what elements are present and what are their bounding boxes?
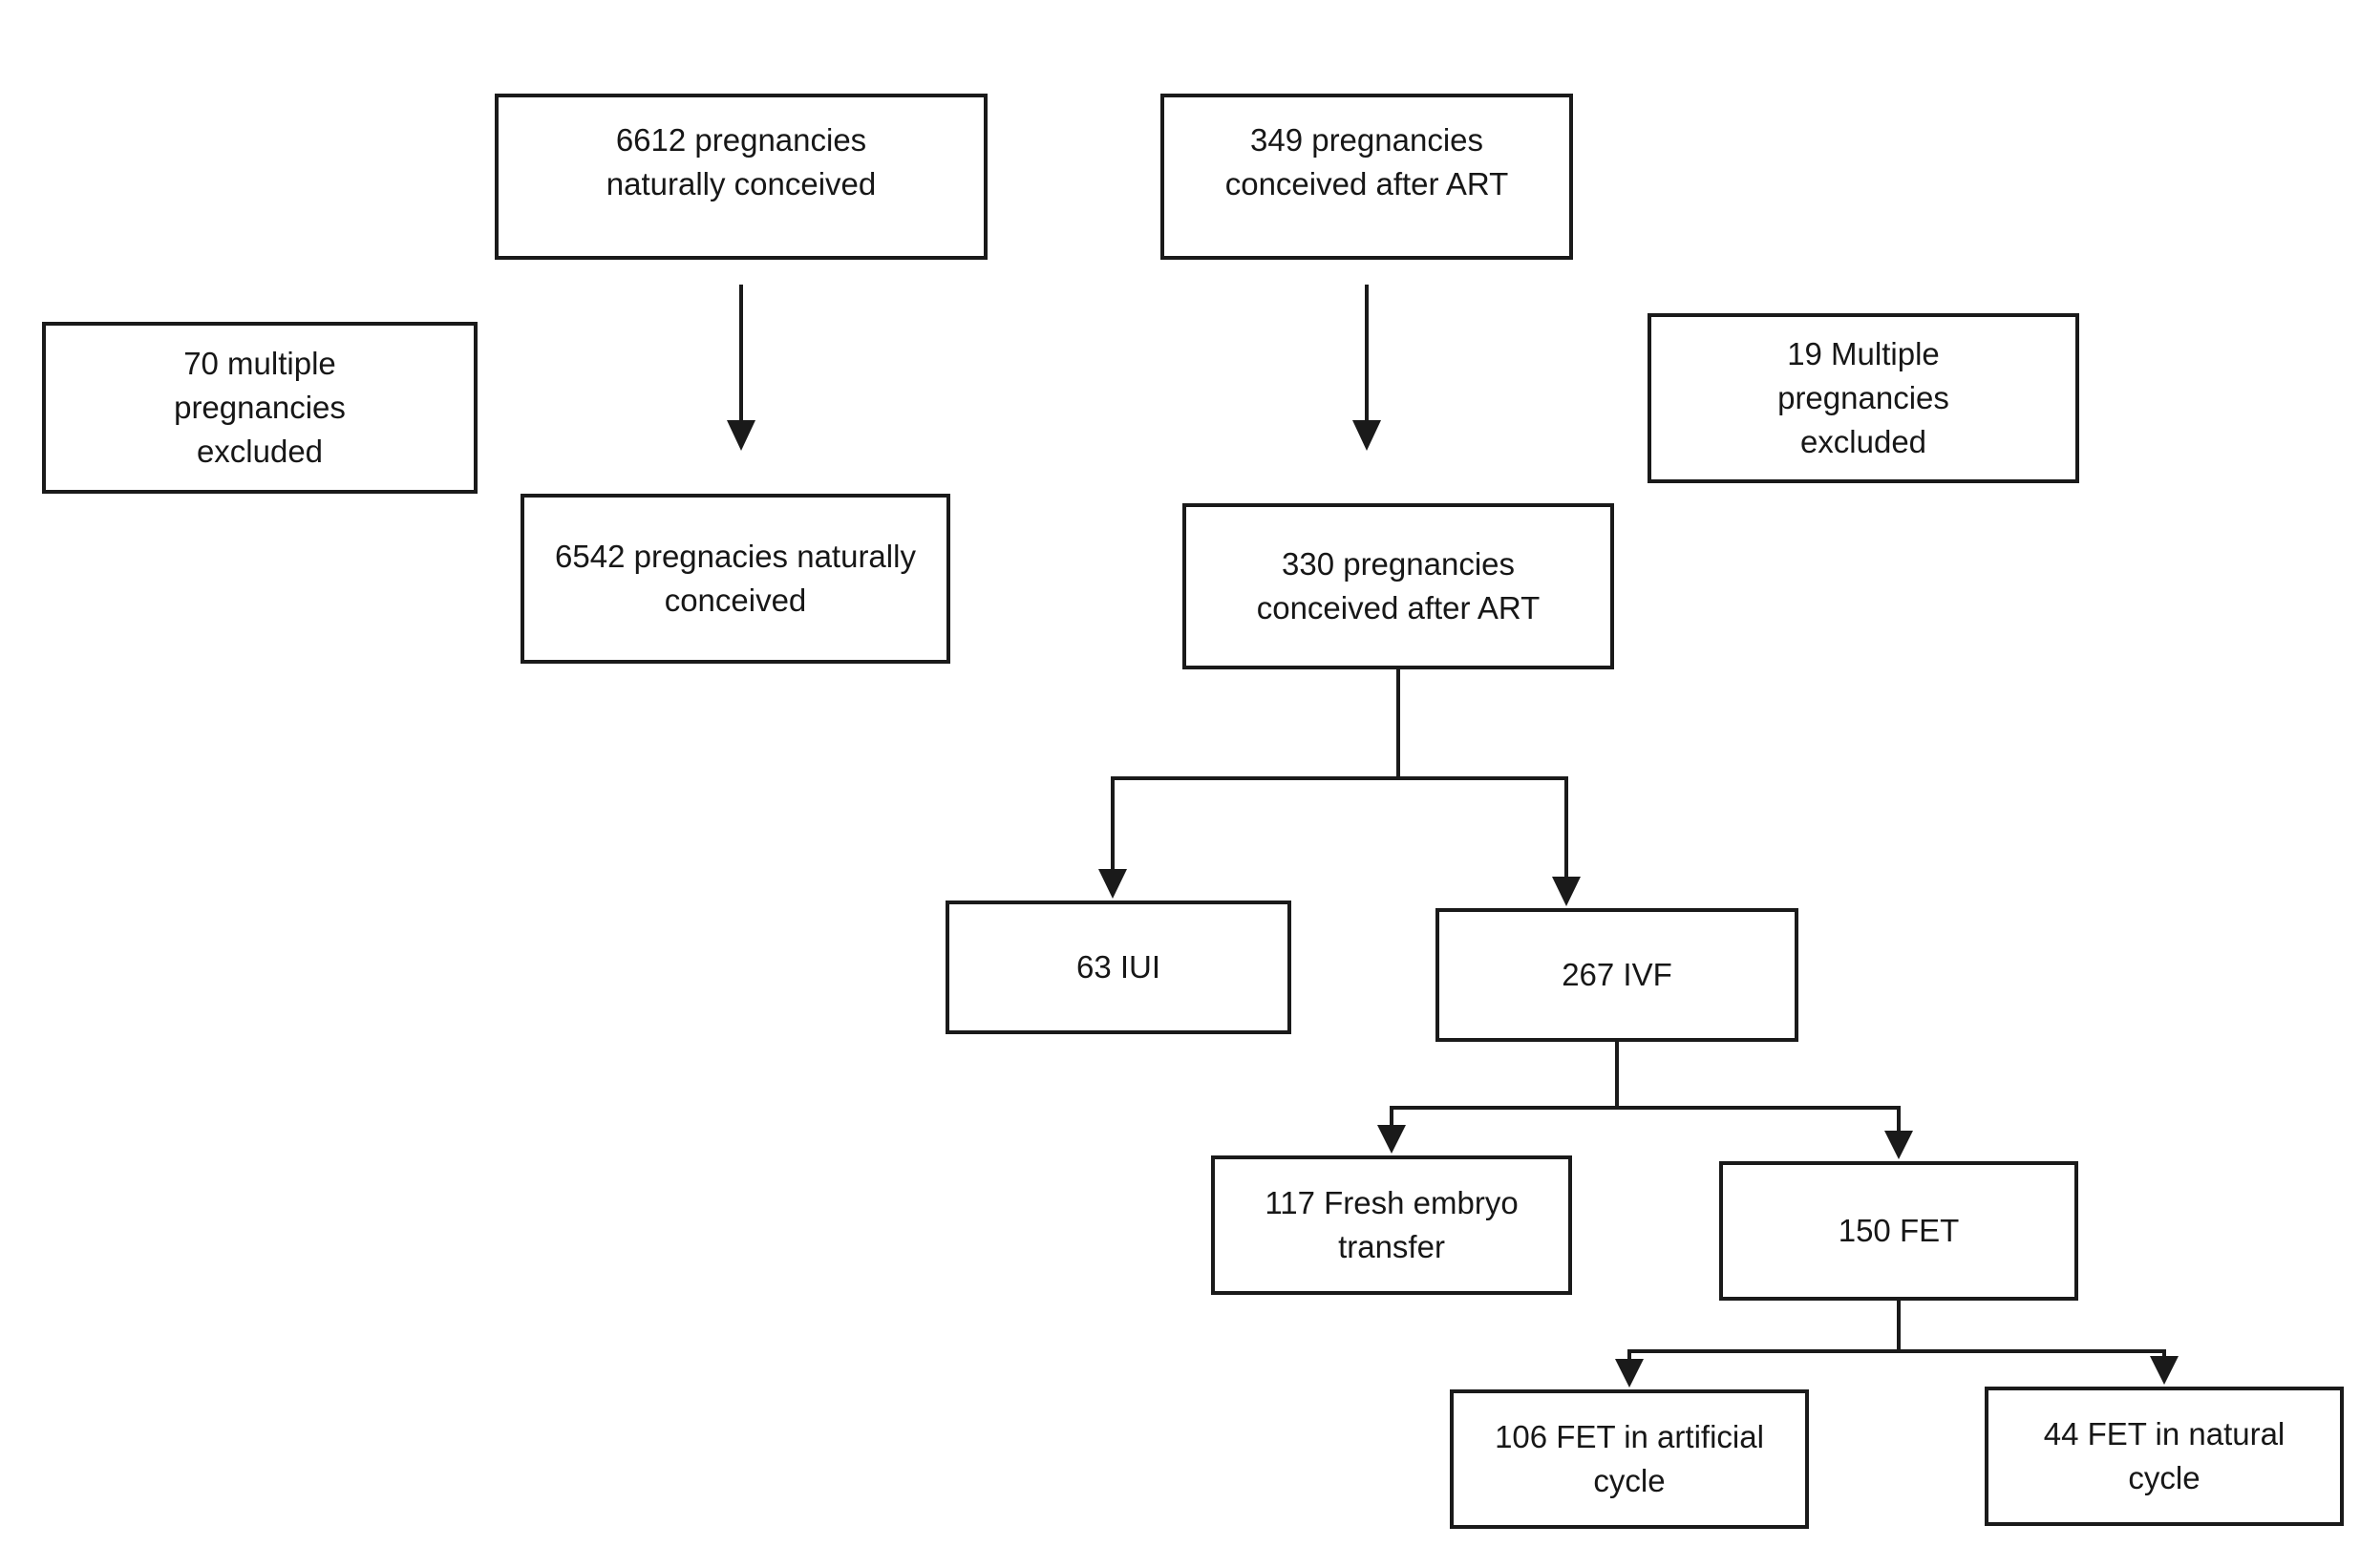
connector-art-initial-to-final	[1352, 285, 1381, 451]
box-label: 6542 pregnacies naturally conceived	[555, 538, 916, 618]
box-label: 330 pregnancies conceived after ART	[1256, 545, 1541, 625]
box-pregnancies-naturally-conceived-final: 6542 pregnacies naturally conceived	[521, 494, 950, 664]
box-fresh-embryo-transfer: 117 Fresh embryo transfer	[1211, 1155, 1572, 1295]
box-multiple-pregnancies-excluded-art: 19 Multiple pregnancies excluded	[1648, 313, 2079, 483]
arrowhead-down-icon	[1615, 1359, 1644, 1388]
connector-natural-initial-to-final	[727, 285, 755, 451]
box-fet: 150 FET	[1719, 1161, 2078, 1301]
box-label: 19 Multiple pregnancies excluded	[1777, 335, 1949, 460]
box-label: 106 FET in artificial cycle	[1495, 1418, 1764, 1498]
box-label: 44 FET in natural cycle	[2043, 1415, 2286, 1495]
connector-fet-to-artificial-natural	[1615, 1299, 2179, 1388]
arrowhead-down-icon	[1377, 1125, 1406, 1154]
box-label: 150 FET	[1838, 1212, 1960, 1248]
box-pregnancies-art-final: 330 pregnancies conceived after ART	[1182, 503, 1614, 669]
arrowhead-down-icon	[1352, 420, 1381, 451]
box-label: 267 IVF	[1562, 956, 1672, 992]
box-label: 6612 pregnancies naturally conceived	[606, 121, 877, 201]
arrowhead-down-icon	[727, 420, 755, 451]
box-fet-artificial-cycle: 106 FET in artificial cycle	[1450, 1389, 1809, 1529]
box-iui: 63 IUI	[946, 901, 1291, 1034]
arrowhead-down-icon	[2150, 1356, 2179, 1385]
box-ivf: 267 IVF	[1435, 908, 1798, 1042]
box-label: 70 multiple pregnancies excluded	[174, 345, 346, 470]
box-label: 63 IUI	[1075, 948, 1161, 985]
box-pregnancies-art-initial: 349 pregnancies conceived after ART	[1160, 94, 1573, 260]
box-multiple-pregnancies-excluded-natural: 70 multiple pregnancies excluded	[42, 322, 478, 494]
box-label: 117 Fresh embryo transfer	[1265, 1184, 1519, 1264]
box-label: 349 pregnancies conceived after ART	[1224, 121, 1509, 201]
connector-art-final-to-iui-ivf	[1098, 667, 1581, 906]
connector-ivf-to-fresh-fet	[1377, 1040, 1913, 1159]
box-pregnancies-naturally-conceived-initial: 6612 pregnancies naturally conceived	[495, 94, 988, 260]
arrowhead-down-icon	[1098, 869, 1127, 899]
arrowhead-down-icon	[1552, 877, 1581, 906]
arrowhead-down-icon	[1884, 1131, 1913, 1159]
box-fet-natural-cycle: 44 FET in natural cycle	[1985, 1387, 2344, 1526]
